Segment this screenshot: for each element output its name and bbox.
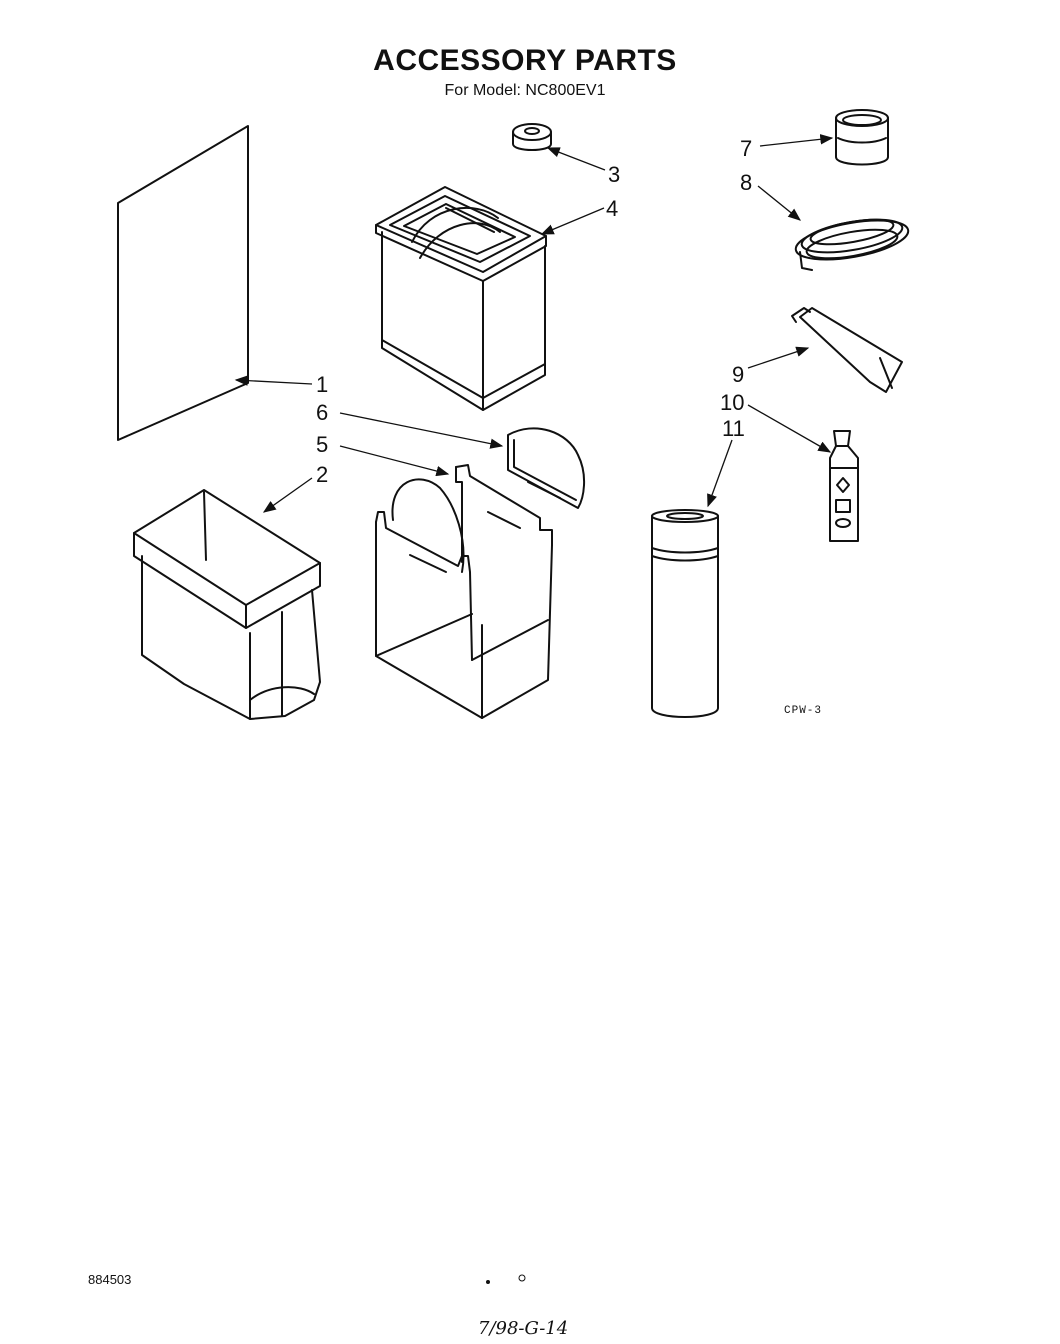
part-8-cord-coil	[794, 218, 910, 271]
part-7-jar	[835, 109, 889, 166]
callout-7: 7	[740, 136, 752, 161]
leader-11	[707, 439, 733, 508]
callout-1: 1	[316, 372, 328, 397]
leader-3	[546, 147, 606, 171]
figure-code: CPW-3	[784, 705, 823, 717]
callout-11: 11	[722, 416, 745, 441]
callout-3: 3	[608, 162, 620, 187]
callout-2: 2	[316, 462, 328, 487]
callout-9: 9	[732, 362, 744, 387]
part-6-panel	[507, 427, 585, 509]
leader-7	[759, 134, 834, 147]
document-number: 884503	[88, 1272, 132, 1287]
callout-6: 6	[316, 400, 328, 425]
leader-6	[339, 412, 504, 449]
leader-9	[747, 346, 810, 369]
callout-8: 8	[740, 170, 752, 195]
part-9-tube	[791, 307, 903, 393]
part-4-container	[375, 186, 547, 411]
part-1-sheet	[117, 125, 249, 441]
callout-5: 5	[316, 432, 328, 457]
leader-4	[540, 207, 605, 235]
leader-5	[339, 445, 450, 477]
model-subtitle: For Model: NC800EV1	[444, 82, 606, 99]
part-3-cap	[512, 123, 552, 151]
page-title: ACCESSORY PARTS	[373, 44, 677, 77]
callout-4: 4	[606, 196, 618, 221]
leader-1	[234, 375, 313, 386]
part-11-spray-can	[651, 509, 719, 718]
part-5-bracket	[375, 464, 553, 719]
leader-8	[757, 185, 802, 221]
part-10-bottle	[829, 430, 859, 542]
part-2-bag	[133, 489, 321, 720]
leader-2	[262, 477, 313, 513]
handwritten-note: 7/98-G-14	[478, 1318, 569, 1339]
leader-10	[747, 404, 832, 453]
callout-10: 10	[720, 390, 744, 415]
